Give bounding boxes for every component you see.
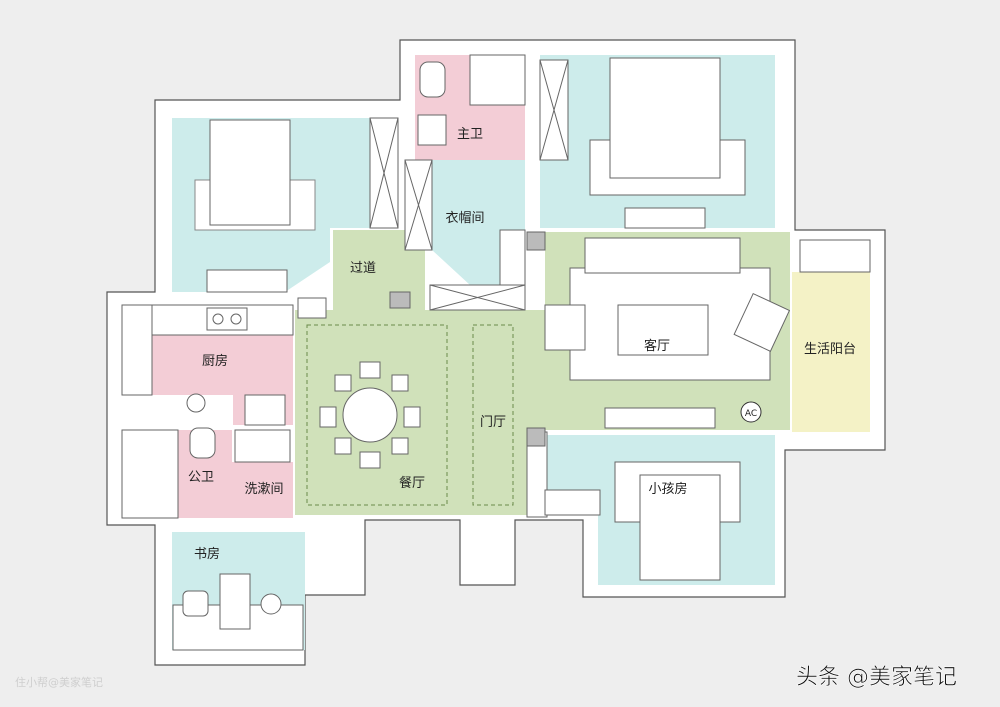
room-cloakroom (432, 160, 525, 285)
label-washroom: 洗漱间 (244, 482, 283, 497)
label-living-room: 客厅 (644, 338, 670, 354)
label-kitchen: 厨房 (202, 353, 228, 369)
ac-unit-icon (740, 401, 762, 423)
watermark-small: 住小帮@美家笔记 (15, 675, 103, 689)
fixtures (121, 54, 871, 630)
living-furniture (544, 237, 791, 429)
room-washroom (232, 462, 293, 518)
label-public-bath: 公卫 (188, 470, 214, 485)
label-dining-room: 餐厅 (399, 475, 425, 491)
label-kids-room: 小孩房 (648, 481, 687, 497)
beds (194, 57, 746, 581)
cabinets (172, 59, 706, 651)
room-balcony (792, 272, 870, 432)
label-balcony: 生活阳台 (804, 342, 856, 357)
dining-table (319, 361, 421, 469)
label-foyer: 门厅 (480, 415, 506, 430)
label-study: 书房 (194, 546, 220, 562)
label-master-bath: 主卫 (457, 127, 483, 142)
room-corridor (333, 230, 425, 310)
label-cloakroom: 衣帽间 (445, 210, 484, 226)
label-corridor: 过道 (350, 261, 376, 276)
watermark-main: 头条 @美家笔记 (796, 665, 957, 690)
ac-label: AC (745, 409, 757, 419)
